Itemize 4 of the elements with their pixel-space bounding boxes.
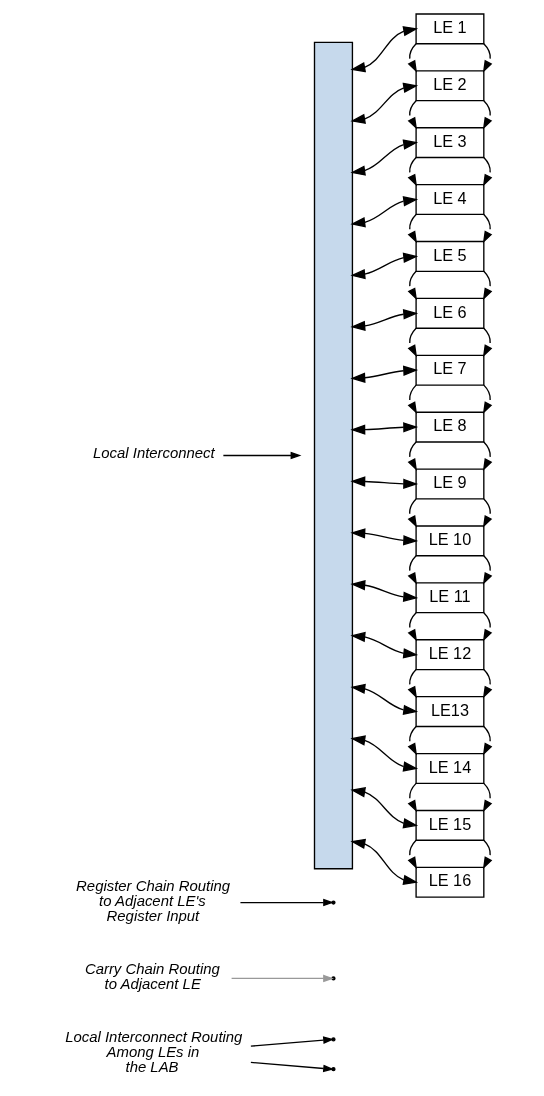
- node-text: Register Chain Routing to Adjacent LE's Register Input: [75, 877, 230, 924]
- node-text: Local Interconnect: [92, 444, 215, 461]
- node-text: Local Interconnect Routing Among LEs in the LAB: [64, 1029, 242, 1076]
- node-text: Carry Chain Routing to Adjacent LE: [84, 961, 220, 992]
